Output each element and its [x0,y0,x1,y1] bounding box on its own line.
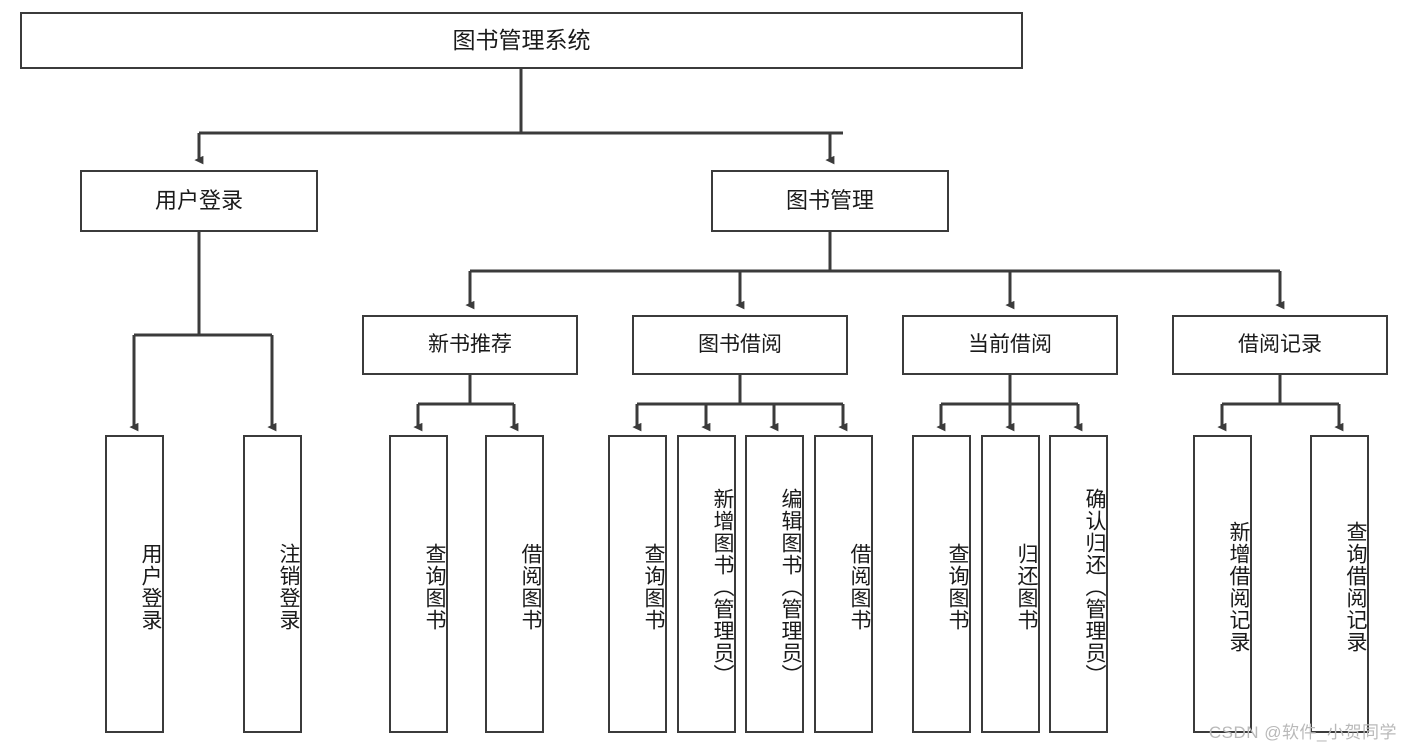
node-current-borrow[interactable]: 当前借阅 [902,315,1118,375]
leaf-edit-book-admin[interactable]: 编辑图书（管理员） [745,435,804,733]
leaf-query-book-borrow[interactable]: 查询图书 [608,435,667,733]
node-label: 用户登录 [139,543,162,631]
node-label: 用户登录 [154,188,243,214]
node-label: 新增借阅记录 [1227,521,1250,653]
node-label: 新书推荐 [428,332,512,356]
watermark-text: CSDN @软件_小贺同学 [1208,723,1397,742]
node-label: 当前借阅 [968,332,1052,356]
node-label: 查询图书 [946,543,969,631]
node-label: 借阅记录 [1238,332,1322,356]
leaf-confirm-return-admin[interactable]: 确认归还（管理员） [1049,435,1108,733]
node-label: 图书管理系统 [452,27,591,54]
node-borrow-record[interactable]: 借阅记录 [1172,315,1388,375]
node-root-book-management-system[interactable]: 图书管理系统 [20,12,1023,69]
leaf-add-borrow-record[interactable]: 新增借阅记录 [1193,435,1252,733]
leaf-borrow-book-recommend[interactable]: 借阅图书 [485,435,544,733]
node-book-borrow[interactable]: 图书借阅 [632,315,848,375]
node-new-book-recommend[interactable]: 新书推荐 [362,315,578,375]
node-label: 查询图书 [642,543,665,631]
node-label: 编辑图书（管理员） [779,488,802,686]
node-label: 图书管理 [785,188,874,214]
node-label: 归还图书 [1015,543,1038,631]
leaf-user-login[interactable]: 用户登录 [105,435,164,733]
node-label: 注销登录 [277,543,300,631]
node-user-login[interactable]: 用户登录 [80,170,318,232]
node-label: 借阅图书 [848,543,871,631]
node-book-management[interactable]: 图书管理 [711,170,949,232]
node-label: 确认归还（管理员） [1083,488,1106,686]
leaf-add-book-admin[interactable]: 新增图书（管理员） [677,435,736,733]
leaf-query-book-current[interactable]: 查询图书 [912,435,971,733]
leaf-logout[interactable]: 注销登录 [243,435,302,733]
node-label: 查询图书 [423,543,446,631]
leaf-query-borrow-record[interactable]: 查询借阅记录 [1310,435,1369,733]
leaf-borrow-book[interactable]: 借阅图书 [814,435,873,733]
node-label: 新增图书（管理员） [711,488,734,686]
node-label: 借阅图书 [519,543,542,631]
leaf-return-book[interactable]: 归还图书 [981,435,1040,733]
leaf-query-book-recommend[interactable]: 查询图书 [389,435,448,733]
node-label: 图书借阅 [698,332,782,356]
node-label: 查询借阅记录 [1344,521,1367,653]
